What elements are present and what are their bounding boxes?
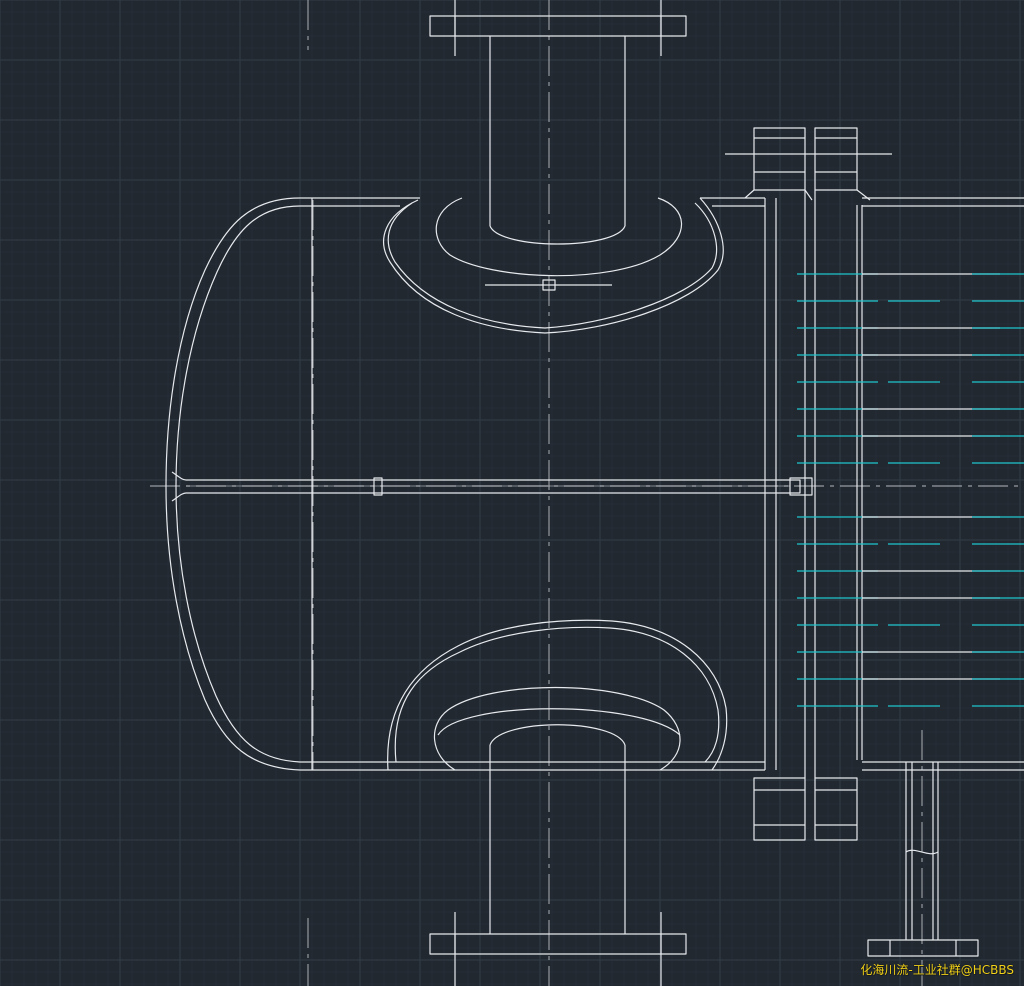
heat-exchanger-drawing bbox=[150, 0, 1024, 986]
top-nozzle bbox=[383, 0, 724, 334]
watermark-text: 化海川流-工业社群@HCBBS bbox=[860, 963, 1014, 977]
vent-nozzle bbox=[867, 762, 979, 957]
bottom-nozzle bbox=[387, 619, 728, 986]
tube-bundle bbox=[797, 273, 1024, 707]
flange-assembly bbox=[725, 127, 1024, 841]
center-lines bbox=[150, 0, 1024, 986]
